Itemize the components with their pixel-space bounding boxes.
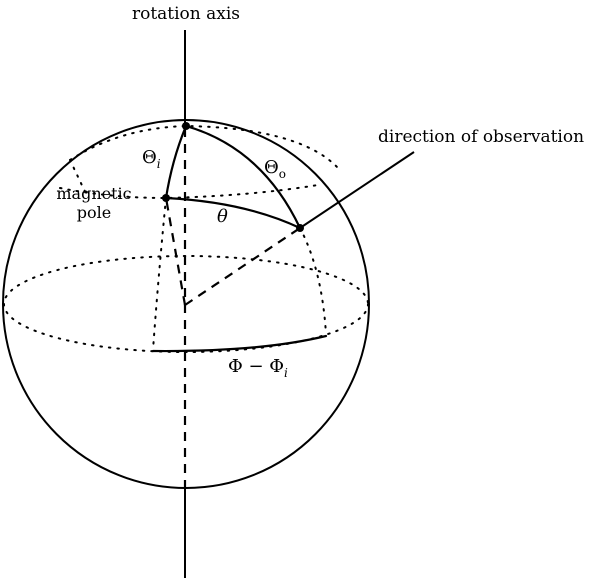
magnetic-pole-latitude — [59, 184, 319, 200]
arc-theta-i — [164, 124, 188, 200]
label-theta: θ — [217, 206, 228, 227]
label-rotation-axis: rotation axis — [132, 4, 240, 24]
rotation-pole-point — [182, 122, 190, 130]
observer-point — [296, 224, 304, 232]
label-magnetic: magnetic — [56, 184, 131, 203]
label-theta-i: Θi — [142, 147, 161, 171]
radius-to-pole — [164, 197, 187, 306]
equator-circle — [3, 255, 369, 353]
arc-theta-o — [184, 124, 302, 230]
label-phi-difference: Φ − Φi — [228, 356, 288, 380]
label-direction-of-observation: direction of observation — [378, 127, 584, 147]
latitude-circle-top — [69, 124, 339, 169]
radius-to-observer — [184, 227, 301, 306]
meridian-dotted-observer — [299, 227, 327, 335]
magnetic-pole-point — [162, 194, 170, 202]
arc-theta — [164, 196, 302, 230]
observation-direction-line — [299, 151, 415, 229]
arc-phi-difference — [151, 334, 328, 353]
label-theta-o: Θo — [264, 157, 286, 181]
label-pole: pole — [77, 203, 111, 222]
meridian-dotted-left — [69, 159, 89, 199]
meridian-dotted-pole — [152, 197, 167, 351]
